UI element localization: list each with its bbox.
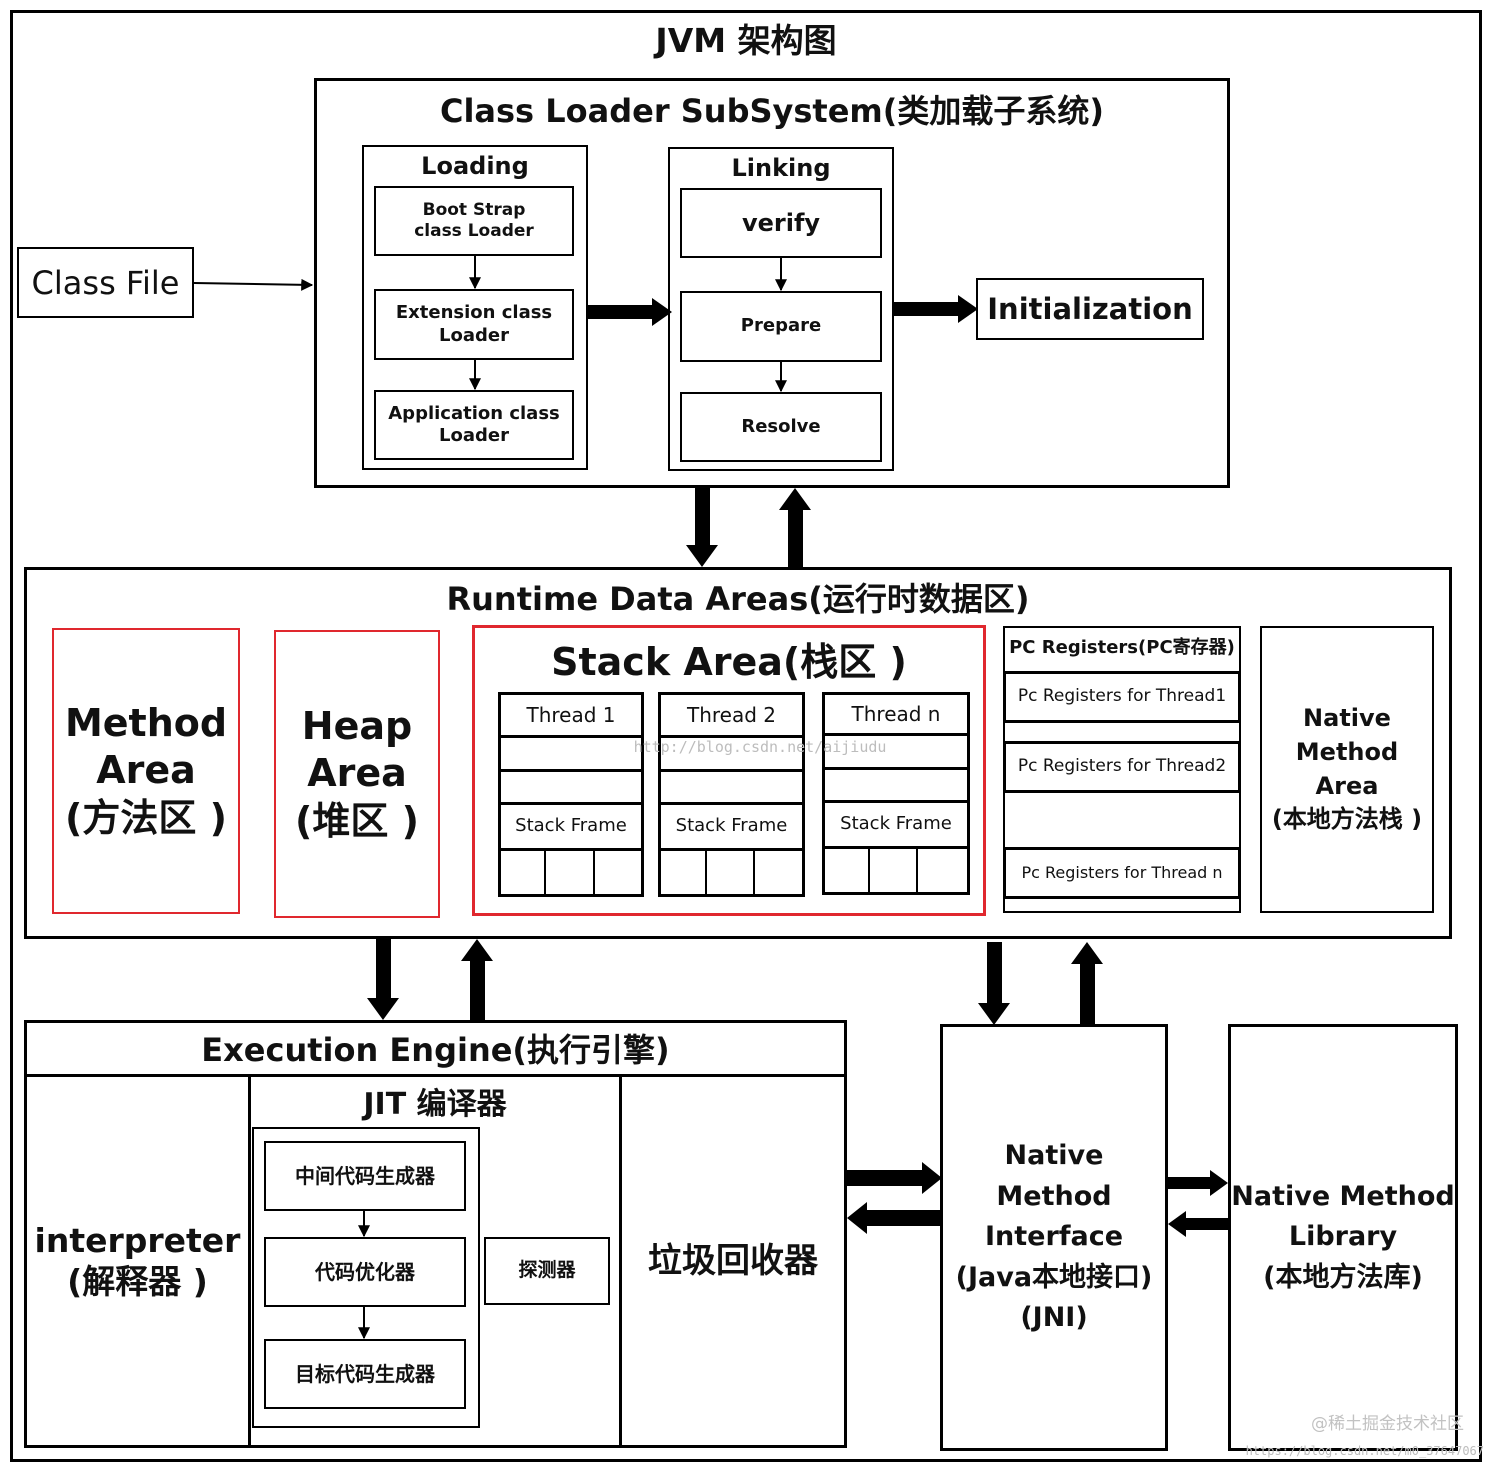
garbage-collector-label: 垃圾回收器 (648, 1240, 818, 1281)
pc-register-box: Pc Registers for Thread2 (1003, 741, 1241, 793)
heap-area-box: Heap Area (堆区 ) (274, 630, 440, 918)
stack-frame-label: Stack Frame (675, 815, 788, 837)
target-code-generator-box: 目标代码生成器 (264, 1339, 466, 1409)
code-optimizer-box: 代码优化器 (264, 1237, 466, 1307)
pc-register-box: Pc Registers for Thread n (1003, 847, 1241, 899)
thread-label: Thread 1 (526, 702, 616, 727)
stack-frame-label: Stack Frame (840, 813, 952, 835)
watermark-juejin: @稀土掘金技术社区 (1311, 1414, 1464, 1435)
initialization-box: Initialization (976, 278, 1204, 340)
verify-box: verify (680, 188, 882, 258)
ir-generator-box: 中间代码生成器 (264, 1141, 466, 1211)
execution-engine-title: Execution Engine(执行引擎) (201, 1031, 670, 1069)
native-method-area-box: Native Method Area (本地方法栈 ) (1260, 626, 1434, 913)
prepare-box: Prepare (680, 291, 882, 362)
watermark-csdn-url: https://blog.csdn.net/m0_37647067 (1245, 1443, 1484, 1458)
pc-register-box: Pc Registers for Thread1 (1003, 671, 1241, 723)
diagram-title: JVM 架构图 (655, 21, 837, 61)
bootstrap-loader-box: Boot Strap class Loader (374, 186, 574, 256)
thread-column (498, 692, 644, 897)
application-loader-box: Application class Loader (374, 390, 574, 460)
pc-registers-title: PC Registers(PC寄存器) (1009, 636, 1235, 658)
resolve-box: Resolve (680, 392, 882, 462)
thread-column (822, 692, 970, 895)
method-area-box: Method Area (方法区 ) (52, 628, 240, 914)
interpreter-label: interpreter (解释器 ) (34, 1220, 241, 1301)
class-loader-title: Class Loader SubSystem(类加载子系统) (439, 92, 1105, 130)
stack-area-title: Stack Area(栈区 ) (551, 640, 907, 685)
loading-title: Loading (421, 152, 529, 180)
extension-loader-box: Extension class Loader (374, 289, 574, 360)
thread-label: Thread 2 (686, 702, 776, 727)
detector-box: 探测器 (484, 1237, 610, 1305)
class-file-box: Class File (17, 247, 194, 318)
linking-title: Linking (731, 154, 831, 182)
thread-label: Thread n (851, 701, 941, 726)
native-method-interface-box: Native Method Interface (Java本地接口) (JNI) (940, 1024, 1168, 1451)
stack-frame-label: Stack Frame (515, 815, 627, 837)
runtime-title: Runtime Data Areas(运行时数据区) (446, 580, 1030, 618)
watermark-csdn: http://blog.csdn.net/aijiudu (633, 737, 887, 756)
jit-title: JIT 编译器 (363, 1087, 507, 1123)
thread-column (658, 692, 805, 897)
native-method-library-box: Native Method Library (本地方法库) (1228, 1024, 1458, 1451)
